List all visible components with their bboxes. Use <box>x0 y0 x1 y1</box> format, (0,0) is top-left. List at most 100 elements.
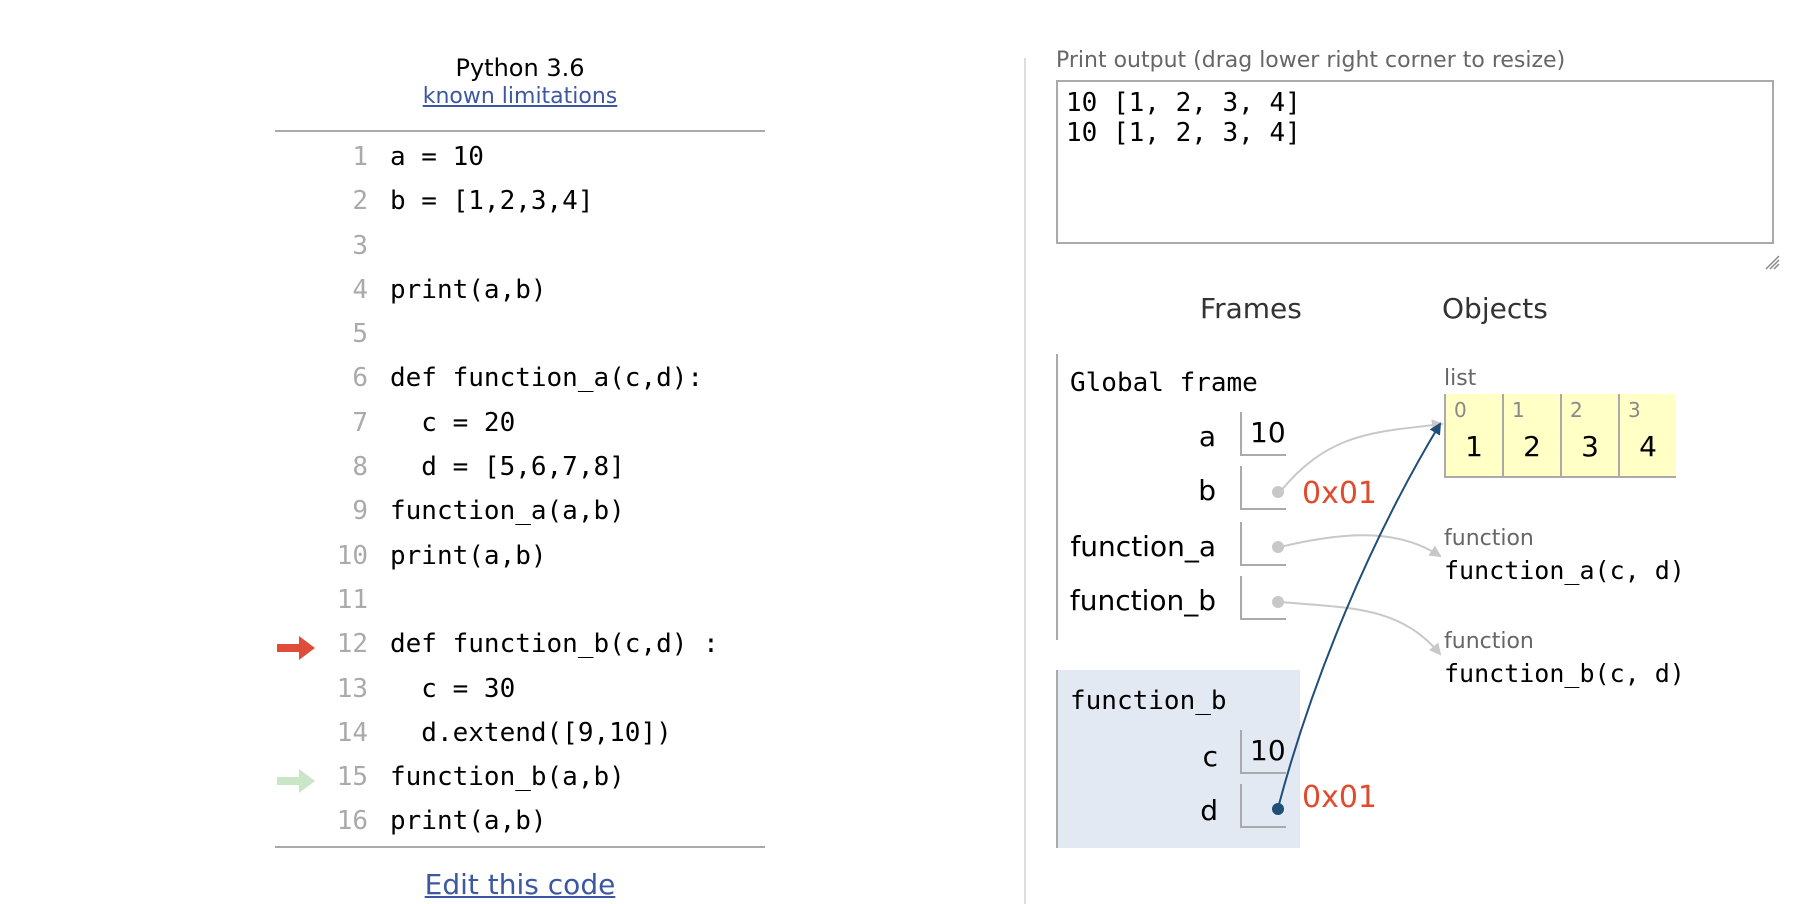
var-name-function-b: function_b <box>1069 584 1216 617</box>
line-number: 16 <box>336 806 368 837</box>
function-b-frame-title: function_b <box>1070 686 1227 716</box>
code-text: print(a,b) <box>390 274 547 305</box>
code-text: print(a,b) <box>390 806 547 837</box>
code-text: a = 10 <box>390 142 484 172</box>
code-line[interactable]: 11 <box>275 581 765 625</box>
var-name-a: a <box>1198 420 1216 453</box>
code-text: function_b(a,b) <box>390 762 625 793</box>
previous-line-arrow-icon <box>277 769 315 794</box>
code-text: c = 20 <box>390 407 516 438</box>
line-number: 8 <box>352 452 368 483</box>
var-name-function-a: function_a <box>1070 530 1216 563</box>
code-line[interactable]: 3 <box>275 227 765 271</box>
code-line[interactable]: 13 c = 30 <box>275 670 765 714</box>
code-line[interactable]: 1 a = 10 <box>275 138 765 182</box>
code-text: def function_a(c,d): <box>390 363 704 394</box>
print-output-label: Print output (drag lower right corner to… <box>1056 48 1566 73</box>
line-number: 1 <box>352 142 368 172</box>
line-number: 9 <box>352 496 368 527</box>
code-text: function_a(a,b) <box>390 496 625 527</box>
edit-code-link[interactable]: Edit this code <box>424 868 616 901</box>
code-line[interactable]: 5 <box>275 315 765 359</box>
code-line[interactable]: 8 d = [5,6,7,8] <box>275 448 765 492</box>
code-line[interactable]: 15 function_b(a,b) <box>275 758 765 802</box>
code-line[interactable]: 16 print(a,b) <box>275 802 765 846</box>
pointer-function-b-dot <box>1272 596 1284 608</box>
list-cell: 2 3 <box>1560 394 1618 478</box>
line-number: 4 <box>352 274 368 305</box>
list-value: 1 <box>1465 430 1483 463</box>
code-line[interactable]: 7 c = 20 <box>275 404 765 448</box>
print-output-box[interactable]: 10 [1, 2, 3, 4] 10 [1, 2, 3, 4] <box>1056 80 1774 244</box>
var-name-d: d <box>1200 794 1218 827</box>
code-line[interactable]: 10 print(a,b) <box>275 537 765 581</box>
list-index: 1 <box>1512 398 1525 422</box>
line-number: 15 <box>336 762 368 793</box>
code-listing: 1 a = 10 2 b = [1,2,3,4] 3 4 print(a,b) 5 6 def f… <box>275 138 765 847</box>
list-value: 3 <box>1581 430 1599 463</box>
pointer-d-dot <box>1272 803 1284 815</box>
code-text: def function_b(c,d) : <box>390 629 719 660</box>
language-label: Python 3.6 <box>455 54 585 82</box>
list-cell: 1 2 <box>1502 394 1560 478</box>
code-text: b = [1,2,3,4] <box>390 186 594 217</box>
var-value-a: 10 <box>1240 412 1286 456</box>
list-cell: 0 1 <box>1444 394 1502 478</box>
arrow-function-a <box>1279 534 1442 558</box>
list-index: 2 <box>1570 398 1583 422</box>
code-line[interactable]: 6 def function_a(c,d): <box>275 359 765 403</box>
global-frame: Global frame a 10 b function_a function_… <box>1056 354 1296 640</box>
pointer-b-dot <box>1272 486 1284 498</box>
panel-divider <box>1024 58 1026 904</box>
list-index: 3 <box>1628 398 1641 422</box>
resize-grip-icon[interactable] <box>1764 254 1780 270</box>
line-number: 14 <box>336 717 368 748</box>
arrow-function-b <box>1279 601 1442 656</box>
global-frame-title: Global frame <box>1070 368 1258 398</box>
line-number: 11 <box>336 584 368 615</box>
line-number: 13 <box>336 673 368 704</box>
list-value: 2 <box>1523 430 1541 463</box>
var-value-d <box>1240 784 1286 828</box>
pointer-function-a-dot <box>1272 541 1284 553</box>
code-line[interactable]: 4 print(a,b) <box>275 271 765 315</box>
function-b-signature: function_b(c, d) <box>1444 659 1685 688</box>
line-number: 6 <box>352 363 368 394</box>
line-number: 7 <box>352 407 368 438</box>
code-text: c = 30 <box>390 673 516 704</box>
code-text: print(a,b) <box>390 540 547 571</box>
address-d: 0x01 <box>1302 780 1378 815</box>
code-line[interactable]: 14 d.extend([9,10]) <box>275 714 765 758</box>
objects-header: Objects <box>1442 292 1548 325</box>
code-top-divider <box>275 130 765 132</box>
function-a-object-label: function <box>1444 526 1534 551</box>
list-object: 0 1 1 2 2 3 3 4 <box>1444 394 1676 478</box>
known-limitations-link[interactable]: known limitations <box>422 84 618 109</box>
code-panel: Python 3.6 known limitations 1 a = 10 2 b =… <box>275 0 765 904</box>
list-index: 0 <box>1454 398 1467 422</box>
function-b-frame: function_b c 10 d <box>1056 670 1300 848</box>
list-cell: 3 4 <box>1618 394 1676 478</box>
code-text: d.extend([9,10]) <box>390 717 672 748</box>
address-b: 0x01 <box>1302 476 1378 511</box>
code-line[interactable]: 2 b = [1,2,3,4] <box>275 182 765 226</box>
list-value: 4 <box>1639 430 1657 463</box>
line-number: 5 <box>352 319 368 350</box>
list-object-label: list <box>1444 366 1477 391</box>
var-name-b: b <box>1198 474 1216 507</box>
code-line[interactable]: 12 def function_b(c,d) : <box>275 625 765 669</box>
line-number: 10 <box>336 540 368 571</box>
current-line-arrow-icon <box>277 636 315 661</box>
var-value-function-a <box>1240 522 1286 566</box>
function-b-object-label: function <box>1444 629 1534 654</box>
var-value-b <box>1240 466 1286 510</box>
line-number: 3 <box>352 230 368 261</box>
line-number: 12 <box>336 629 368 660</box>
code-line[interactable]: 9 function_a(a,b) <box>275 492 765 536</box>
var-name-c: c <box>1202 740 1218 773</box>
frames-header: Frames <box>1200 292 1302 325</box>
line-number: 2 <box>352 186 368 217</box>
code-text: d = [5,6,7,8] <box>390 452 625 483</box>
var-value-c: 10 <box>1240 730 1286 774</box>
function-a-signature: function_a(c, d) <box>1444 556 1685 585</box>
